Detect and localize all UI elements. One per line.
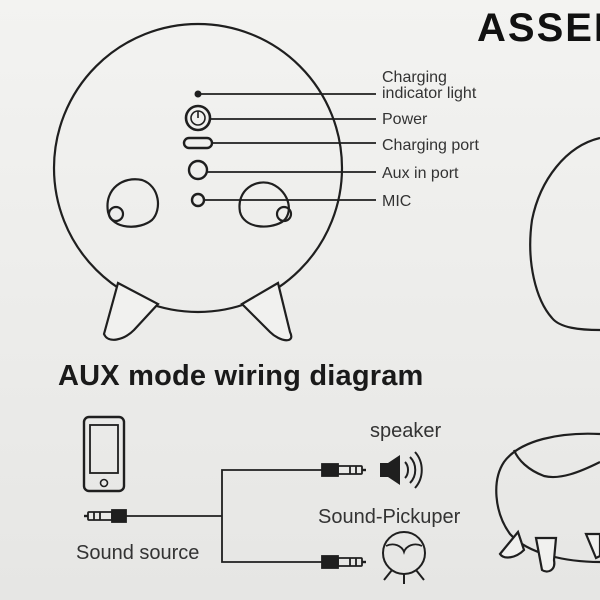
right-pupil [275, 205, 293, 223]
partial-device-bottom-right [495, 432, 600, 573]
label-power: Power [382, 111, 428, 128]
charging-indicator-dot [194, 90, 202, 98]
wiring-diagram-title: AUX mode wiring diagram [58, 360, 424, 392]
wire-speaker [221, 469, 322, 516]
label-charging-indicator-line2: indicator light [382, 85, 477, 102]
leader-lines [201, 93, 376, 201]
label-mic: MIC [382, 193, 412, 210]
label-charging-port: Charging port [382, 137, 479, 154]
right-foot [240, 281, 293, 342]
label-charging-indicator-line1: Charging [382, 69, 447, 86]
speaker-icon [380, 451, 423, 489]
aux-in-port-shape [187, 159, 209, 181]
label-aux-in-port: Aux in port [382, 165, 459, 182]
label-sound-source: Sound source [76, 542, 200, 564]
wiring-diagram [82, 415, 426, 584]
label-speaker: speaker [370, 420, 442, 442]
partial-foot-left [498, 529, 526, 559]
partial-foot-right [584, 532, 600, 560]
control-panel [182, 90, 214, 208]
pickuper-jack-icon [321, 555, 366, 569]
mic-shape [190, 192, 206, 208]
left-foot [102, 281, 160, 341]
partial-foot-middle [534, 536, 558, 573]
wire-pickuper [221, 516, 322, 563]
partial-device-top-right [529, 136, 600, 332]
left-pupil [107, 205, 125, 223]
audio-jack-icon [84, 509, 127, 523]
speaker-device [52, 22, 344, 342]
device-body [52, 22, 344, 314]
corner-heading: ASSEM [477, 6, 600, 50]
power-button-icon [184, 104, 212, 132]
phone-icon [82, 415, 126, 493]
label-sound-pickuper: Sound-Pickuper [318, 506, 461, 528]
left-eye [106, 178, 160, 228]
right-eye [238, 181, 290, 228]
charging-port-shape [182, 136, 214, 150]
sound-pickuper-icon [382, 531, 426, 584]
speaker-jack-icon [321, 463, 366, 477]
